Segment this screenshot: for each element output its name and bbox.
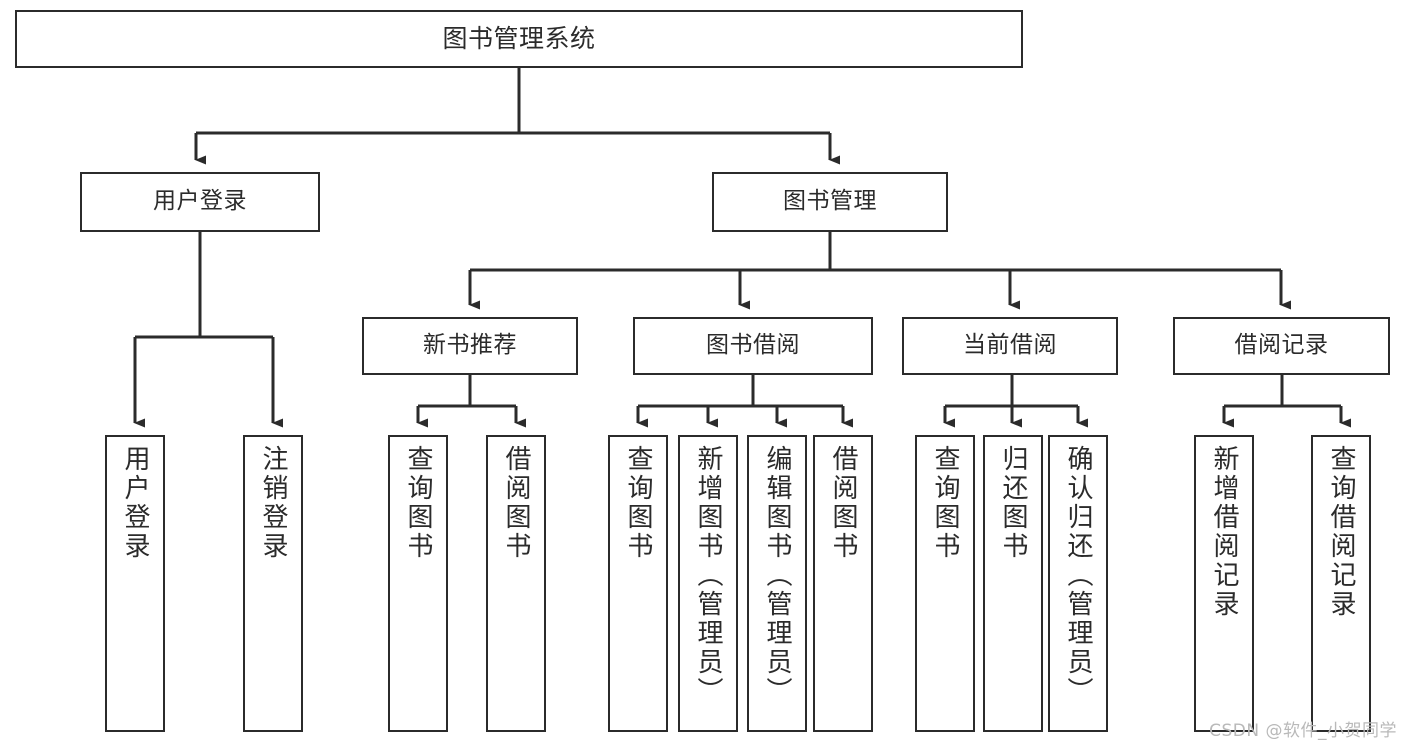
node-label: 用户登录 [153,188,247,215]
node-leaf-logout-login[interactable]: 注销登录 [243,435,303,732]
node-label: 当前借阅 [963,332,1057,359]
node-leaf-query-book-2[interactable]: 查询图书 [608,435,668,732]
node-leaf-confirm-return-admin[interactable]: 确认归还（管理员） [1048,435,1108,732]
node-label: 借阅图书 [501,445,531,561]
node-label: 图书管理 [783,188,877,215]
node-book-management-system[interactable]: 图书管理系统 [15,10,1023,68]
node-label: 用户登录 [120,445,150,561]
node-leaf-add-book-admin[interactable]: 新增图书（管理员） [678,435,738,732]
node-label: 编辑图书（管理员） [762,445,792,706]
node-label: 确认归还（管理员） [1063,445,1093,706]
node-label: 查询图书 [623,445,653,561]
node-borrow-record[interactable]: 借阅记录 [1173,317,1390,375]
node-label: 新书推荐 [423,332,517,359]
node-label: 注销登录 [258,445,288,561]
node-label: 图书借阅 [706,332,800,359]
node-leaf-return-book[interactable]: 归还图书 [983,435,1043,732]
watermark: CSDN @软件_小贺同学 [1209,721,1397,741]
node-label: 图书管理系统 [442,24,596,54]
node-label: 查询图书 [930,445,960,561]
node-leaf-borrow-book-2[interactable]: 借阅图书 [813,435,873,732]
node-leaf-add-borrow-record[interactable]: 新增借阅记录 [1194,435,1254,732]
node-label: 归还图书 [998,445,1028,561]
node-leaf-user-login[interactable]: 用户登录 [105,435,165,732]
node-book-management[interactable]: 图书管理 [712,172,948,232]
node-label: 借阅记录 [1234,332,1329,359]
node-leaf-query-borrow-record[interactable]: 查询借阅记录 [1311,435,1371,732]
node-leaf-query-book-3[interactable]: 查询图书 [915,435,975,732]
node-label: 新增图书（管理员） [693,445,723,706]
node-leaf-edit-book-admin[interactable]: 编辑图书（管理员） [747,435,807,732]
node-leaf-query-book-1[interactable]: 查询图书 [388,435,448,732]
node-label: 借阅图书 [828,445,858,561]
node-book-borrow[interactable]: 图书借阅 [633,317,873,375]
node-new-book-recommend[interactable]: 新书推荐 [362,317,578,375]
node-label: 查询借阅记录 [1326,445,1356,619]
node-current-borrow[interactable]: 当前借阅 [902,317,1118,375]
node-leaf-borrow-book-1[interactable]: 借阅图书 [486,435,546,732]
node-label: 新增借阅记录 [1209,445,1239,619]
node-label: 查询图书 [403,445,433,561]
node-user-login[interactable]: 用户登录 [80,172,320,232]
